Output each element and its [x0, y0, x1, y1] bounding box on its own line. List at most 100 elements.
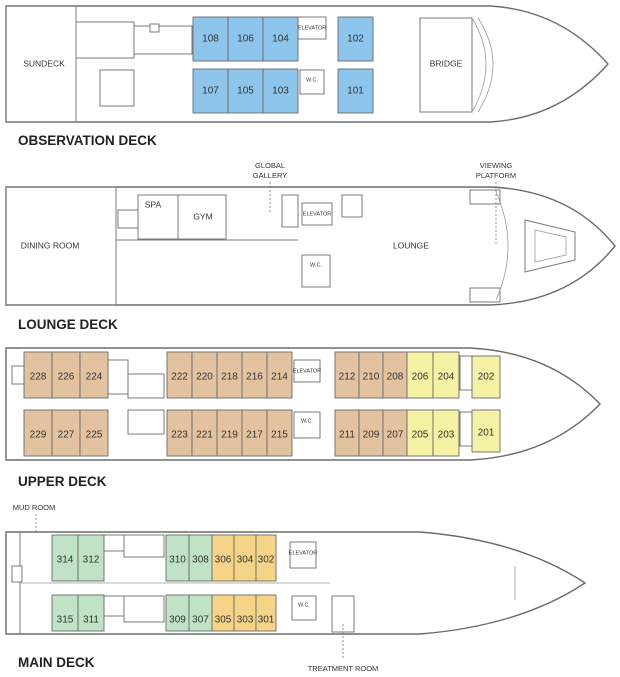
- cabin[interactable]: [77, 534, 105, 582]
- lounge-dining-label: DINING ROOM: [21, 240, 80, 250]
- cabin[interactable]: [227, 68, 264, 114]
- cabin[interactable]: [241, 409, 268, 457]
- lounge-wc-label: W.C.: [310, 262, 322, 268]
- observation-cabin-numbers: 108 106 104 102 107 105 103 101: [202, 34, 364, 97]
- cabin-number: 315: [57, 615, 74, 626]
- main-side-stair: [11, 565, 23, 583]
- cabin[interactable]: [166, 409, 193, 457]
- cabin-number: 223: [171, 430, 188, 441]
- observation-deck-title: OBSERVATION DECK: [18, 133, 157, 148]
- cabin[interactable]: [337, 16, 374, 62]
- cabin-number: 301: [258, 615, 275, 626]
- lounge-gym-label: GYM: [193, 211, 212, 221]
- cabin[interactable]: [192, 68, 229, 114]
- cabin-number: 227: [58, 430, 75, 441]
- lounge-stairs: [469, 189, 501, 205]
- cabin[interactable]: [255, 534, 277, 582]
- cabin[interactable]: [166, 351, 193, 399]
- cabin-number: 201: [478, 428, 495, 439]
- upper-elevator: [293, 359, 321, 383]
- lounge-deck: DINING ROOM SPA GYM LOUNGE ELEVATOR W.C.…: [5, 161, 616, 332]
- cabin-number: 229: [30, 430, 47, 441]
- cabin[interactable]: [432, 409, 460, 457]
- cabin[interactable]: [358, 351, 384, 399]
- lounge-stairs: [341, 194, 363, 218]
- cabin[interactable]: [51, 409, 81, 457]
- lounge-stairs: [469, 287, 501, 303]
- lounge-elevator-label: ELEVATOR: [303, 211, 331, 217]
- lounge-gym: [177, 194, 227, 240]
- main-deck: ELEVATOR W.C. MUD ROOM TREATMENT ROOM 31…: [5, 503, 587, 673]
- lounge-dining-room: [5, 186, 117, 306]
- cabin[interactable]: [382, 351, 408, 399]
- lounge-deck-title: LOUNGE DECK: [18, 317, 118, 332]
- cabin-number: 204: [438, 372, 455, 383]
- lounge-stairs: [117, 209, 139, 229]
- cabin[interactable]: [262, 68, 299, 114]
- lounge-elevator: [301, 202, 333, 226]
- cabin-number: 216: [246, 372, 263, 383]
- cabin[interactable]: [266, 351, 293, 399]
- observation-bridge-label: BRIDGE: [430, 58, 463, 68]
- upper-cabin-numbers: 228 226 224 222 220 218 216 214 212 210 …: [30, 372, 495, 441]
- main-treatment-room: [331, 595, 355, 633]
- cabin[interactable]: [255, 594, 277, 632]
- upper-wc: [293, 411, 321, 439]
- upper-deck-title: UPPER DECK: [18, 474, 107, 489]
- observation-structure: [99, 69, 135, 107]
- cabin[interactable]: [79, 409, 109, 457]
- cabin-number: 217: [246, 430, 263, 441]
- lounge-bow-window: [495, 191, 509, 301]
- cabin[interactable]: [334, 351, 360, 399]
- cabin-number: 205: [412, 430, 429, 441]
- cabin-number: 208: [387, 372, 404, 383]
- cabin[interactable]: [471, 409, 501, 453]
- observation-structure: [133, 25, 193, 55]
- cabin-number: 225: [86, 430, 103, 441]
- cabin[interactable]: [79, 351, 109, 399]
- cabin-number: 102: [347, 34, 364, 45]
- observation-wc-label: W.C.: [306, 77, 318, 83]
- main-stairs: [103, 534, 125, 552]
- observation-sundeck-label: SUNDECK: [23, 58, 65, 68]
- cabin[interactable]: [191, 409, 218, 457]
- observation-structure: [75, 21, 135, 59]
- upper-stairs: [107, 359, 129, 395]
- cabin[interactable]: [23, 351, 53, 399]
- cabin-number: 306: [215, 555, 232, 566]
- cabin-number: 308: [192, 555, 209, 566]
- cabin-number: 305: [215, 615, 232, 626]
- cabin[interactable]: [337, 68, 374, 114]
- cabin[interactable]: [191, 351, 218, 399]
- cabin[interactable]: [266, 409, 293, 457]
- upper-bow-room: [459, 411, 473, 447]
- cabin-number: 210: [363, 372, 380, 383]
- treatment-room-label: TREATMENT ROOM: [308, 664, 379, 673]
- cabin[interactable]: [227, 16, 264, 62]
- cabin-number: 108: [202, 34, 219, 45]
- cabin-number: 226: [58, 372, 75, 383]
- cabin-number: 202: [478, 372, 495, 383]
- cabin[interactable]: [77, 594, 105, 632]
- main-room: [123, 534, 165, 558]
- cabin[interactable]: [51, 534, 79, 582]
- cabin[interactable]: [471, 355, 501, 399]
- cabin-number: 211: [339, 430, 355, 441]
- cabin-number: 311: [83, 615, 99, 626]
- cabin[interactable]: [262, 16, 299, 62]
- cabin-number: 206: [412, 372, 429, 383]
- cabin[interactable]: [192, 16, 229, 62]
- observation-sundeck-area: [5, 5, 77, 123]
- cabin-number: 314: [57, 555, 74, 566]
- cabin-number: 101: [347, 86, 364, 97]
- cabin[interactable]: [23, 409, 53, 457]
- cabin[interactable]: [51, 594, 79, 632]
- cabin-number: 103: [272, 86, 289, 97]
- cabin-number: 106: [237, 34, 254, 45]
- lounge-wc: [301, 254, 331, 288]
- cabin[interactable]: [51, 351, 81, 399]
- cabin[interactable]: [241, 351, 268, 399]
- global-gallery-label-line1: GLOBAL: [255, 161, 285, 170]
- cabin[interactable]: [432, 351, 460, 399]
